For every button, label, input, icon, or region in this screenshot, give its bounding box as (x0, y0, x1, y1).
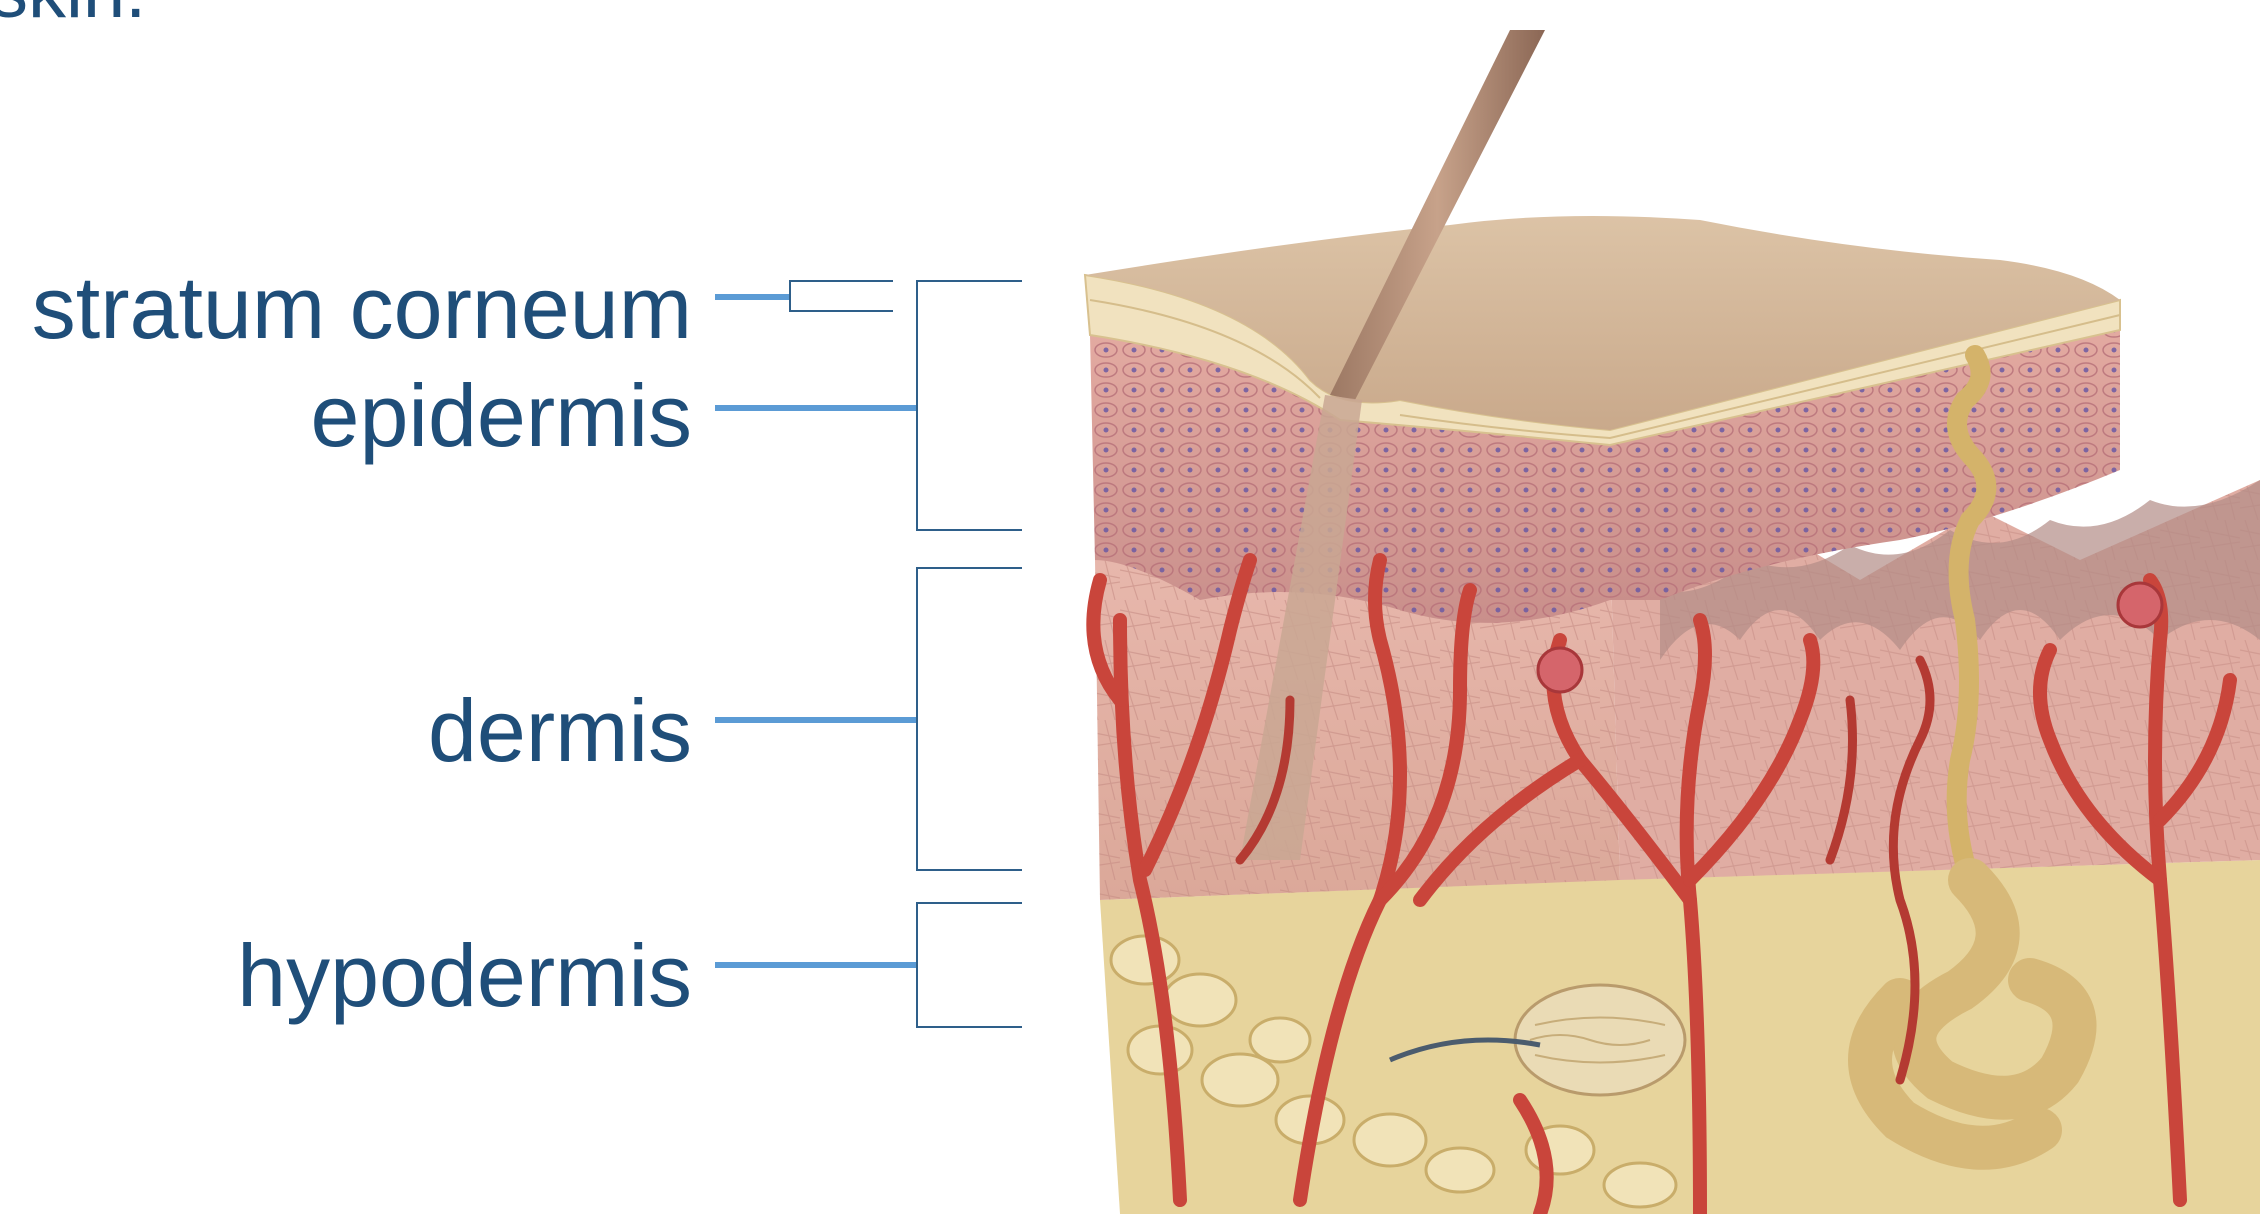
bracket-epidermis (917, 281, 1022, 530)
bracket-hypodermis (917, 903, 1022, 1027)
skin-block-illustration (1085, 30, 2260, 1214)
lamellated-corpuscle (1515, 985, 1685, 1095)
label-brackets (715, 281, 1022, 1027)
bracket-stratum-corneum (790, 281, 893, 311)
bracket-dermis (917, 568, 1022, 870)
